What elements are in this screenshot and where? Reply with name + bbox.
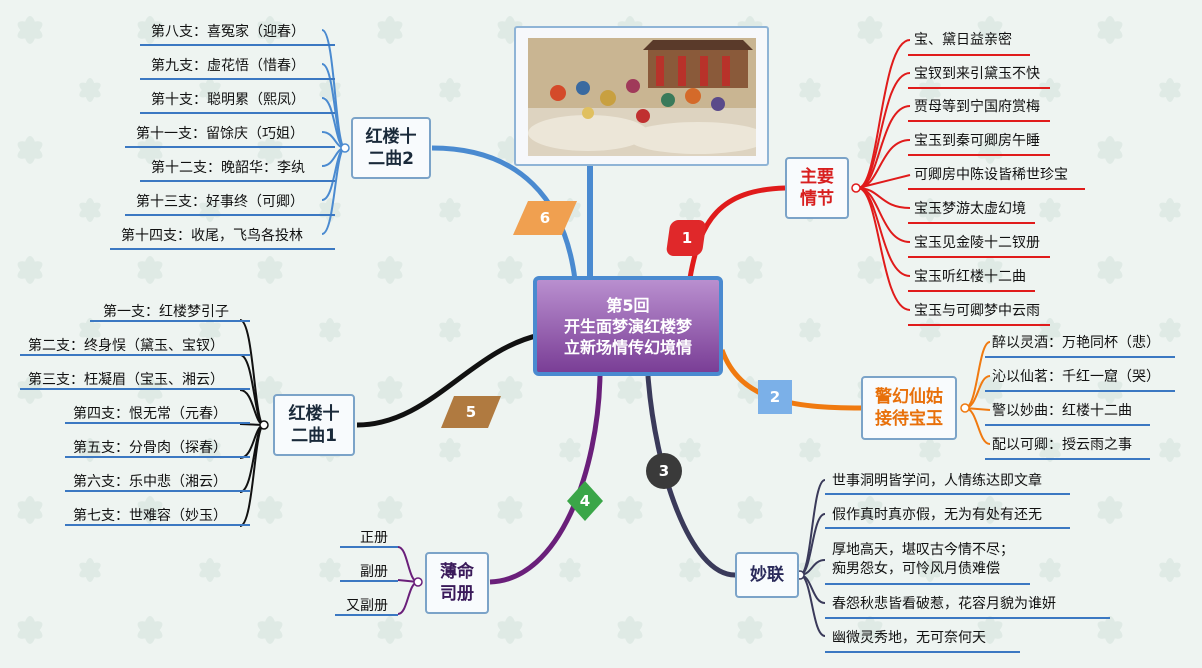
plot-item: 宝玉到秦可卿房午睡 — [914, 133, 1040, 149]
topic-main-plot-line-1: 主要 — [800, 167, 834, 187]
plot-item: 宝玉梦游太虚幻境 — [914, 201, 1026, 217]
plot-item: 宝玉见金陵十二钗册 — [914, 235, 1040, 251]
topic-jinghuan-fairy[interactable]: 警幻仙姑 接待宝玉 — [861, 376, 957, 440]
topic-songs-part-2[interactable]: 红楼十 二曲2 — [351, 117, 431, 179]
branch-6-number-badge — [513, 201, 577, 235]
topic-jinghuan-fairy-line-1: 警幻仙姑 — [875, 387, 943, 407]
central-topic-line-1: 第5回 — [606, 295, 650, 315]
fairy-item: 醉以灵酒：万艳同杯（悲） — [992, 335, 1160, 351]
song-item: 第十二支：晚韶华：李纨 — [151, 160, 305, 176]
branch-4-number-badge — [567, 481, 603, 521]
song-item: 第一支：红楼梦引子 — [103, 304, 229, 320]
couplet-item: 厚地高天，堪叹古今情不尽； — [832, 542, 1014, 558]
plot-item: 贾母等到宁国府赏梅 — [914, 99, 1040, 115]
branch-1-number-badge — [666, 220, 706, 256]
topic-register-line-1: 薄命 — [440, 562, 474, 582]
branch-3-number: 3 — [658, 462, 670, 480]
central-topic[interactable]: 第5回 开生面梦演红楼梦 立新场情传幻境情 — [533, 276, 723, 376]
fairy-item: 警以妙曲：红楼十二曲 — [992, 403, 1132, 419]
branch-5-number-badge — [441, 396, 501, 428]
plot-item: 可卿房中陈设皆稀世珍宝 — [914, 167, 1068, 183]
topic-songs-part-1[interactable]: 红楼十 二曲1 — [273, 394, 355, 456]
couplet-item: 幽微灵秀地，无可奈何天 — [832, 630, 986, 646]
topic-couplets-label: 妙联 — [750, 565, 784, 585]
plot-item: 宝玉与可卿梦中云雨 — [914, 303, 1040, 319]
dream-scene-illustration — [528, 38, 756, 156]
branch-2-number: 2 — [769, 388, 781, 406]
song-item: 第三支：枉凝眉（宝玉、湘云） — [28, 372, 224, 388]
topic-jinghuan-fairy-line-2: 接待宝玉 — [875, 409, 943, 429]
couplet-item: 春怨秋悲皆看破惹，花容月貌为谁妍 — [832, 596, 1056, 612]
topic-register[interactable]: 薄命 司册 — [425, 552, 489, 614]
couplet-item: 世事洞明皆学问，人情练达即文章 — [832, 473, 1042, 489]
song-item: 第十四支：收尾，飞鸟各投林 — [121, 228, 303, 244]
topic-songs-part-2-line-1: 红楼十 — [365, 127, 417, 147]
topic-main-plot-line-2: 情节 — [800, 189, 834, 209]
branch-1-number: 1 — [681, 229, 693, 247]
song-item: 第二支：终身悮（黛玉、宝钗） — [28, 338, 224, 354]
central-topic-line-3: 立新场情传幻境情 — [563, 337, 692, 357]
plot-item: 宝玉听红楼十二曲 — [914, 269, 1026, 285]
song-item: 第十三支：好事终（可卿） — [136, 194, 304, 210]
song-item: 第九支：虚花悟（惜春） — [151, 58, 305, 74]
topic-main-plot[interactable]: 主要 情节 — [785, 157, 849, 219]
branch-5-number: 5 — [465, 403, 477, 421]
branch-2-number-badge — [758, 380, 792, 414]
branch-4-number: 4 — [579, 492, 591, 510]
plot-item: 宝钗到来引黛玉不快 — [914, 66, 1040, 82]
topic-songs-part-1-line-2: 二曲1 — [291, 426, 337, 446]
topic-songs-part-1-line-1: 红楼十 — [288, 404, 340, 424]
topic-register-line-2: 司册 — [440, 584, 474, 604]
plot-item: 宝、黛日益亲密 — [914, 32, 1012, 48]
topic-couplets[interactable]: 妙联 — [735, 552, 799, 598]
branch-1-connectors — [687, 39, 1085, 326]
register-item: 正册 — [360, 530, 388, 546]
song-item: 第十支：聪明累（熙凤） — [151, 92, 305, 108]
scene-illustration-frame — [514, 26, 769, 166]
song-item: 第八支：喜冤家（迎春） — [151, 24, 305, 40]
register-item: 副册 — [360, 564, 388, 580]
song-item: 第四支：恨无常（元春） — [73, 406, 227, 422]
central-topic-line-2: 开生面梦演红楼梦 — [563, 316, 692, 336]
fairy-item: 配以可卿：授云雨之事 — [992, 437, 1132, 453]
couplet-item: 假作真时真亦假，无为有处有还无 — [832, 507, 1042, 523]
fairy-item: 沁以仙茗：千红一窟（哭） — [992, 369, 1160, 385]
song-item: 第十一支：留馀庆（巧姐） — [136, 126, 304, 142]
song-item: 第七支：世难容（妙玉） — [73, 508, 227, 524]
register-item: 又副册 — [346, 598, 388, 614]
branch-3-number-badge — [646, 453, 682, 489]
topic-songs-part-2-line-2: 二曲2 — [368, 149, 414, 169]
song-item: 第六支：乐中悲（湘云） — [73, 474, 227, 490]
couplet-item: 痴男怨女，可怜风月债难偿 — [832, 561, 1000, 577]
song-item: 第五支：分骨肉（探春） — [73, 440, 227, 456]
branch-6-number: 6 — [539, 209, 551, 227]
